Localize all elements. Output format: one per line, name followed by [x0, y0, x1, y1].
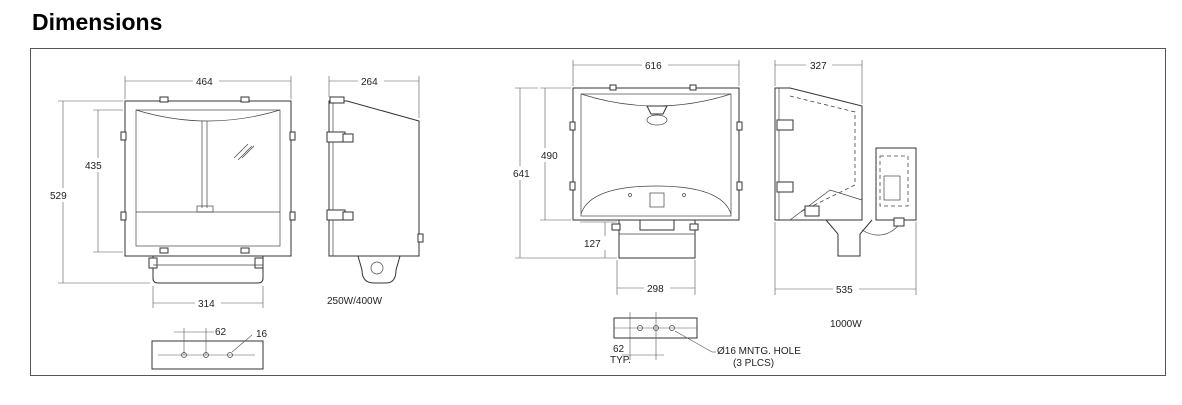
small-front-dimensions: 464 435 529 314	[50, 76, 292, 310]
large-hole-note-label: Ø16 MNTG. HOLE	[717, 346, 801, 357]
small-front-view	[120, 96, 296, 284]
small-front-inner-height-label: 435	[85, 161, 102, 172]
large-side-dimensions: 327 535	[774, 60, 917, 296]
section-heading: Dimensions	[32, 9, 163, 35]
large-side-view	[774, 87, 917, 257]
large-hole-count-label: (3 PLCS)	[733, 358, 774, 369]
small-front-total-height-label: 529	[50, 191, 67, 202]
large-bracket-height-label: 127	[584, 239, 601, 250]
large-mounting-plate: 62 TYP. Ø16 MNTG. HOLE (3 PLCS)	[610, 312, 801, 369]
small-side-view	[326, 96, 424, 284]
small-side-depth-label: 264	[361, 77, 378, 88]
small-side-dimensions: 264	[328, 76, 420, 118]
drawing-frame	[30, 48, 1166, 376]
small-mounting-plate: 62 16	[151, 327, 268, 370]
large-bracket-width-label: 298	[647, 284, 664, 295]
small-front-width-label: 464	[196, 77, 213, 88]
small-bracket-width-label: 314	[198, 299, 215, 310]
small-hole-spacing-label: 62	[215, 327, 227, 338]
large-side-depth-label: 327	[810, 61, 827, 72]
large-front-width-label: 616	[645, 61, 662, 72]
large-hole-typ-label: TYP.	[610, 355, 631, 366]
small-fixture-caption: 250W/400W	[327, 296, 383, 307]
large-front-total-height-label: 641	[513, 169, 530, 180]
large-front-dimensions: 616 490 641 127 298	[513, 60, 740, 295]
large-fixture-caption: 1000W	[830, 319, 862, 330]
large-side-width-label: 535	[836, 285, 853, 296]
large-front-view	[569, 84, 743, 259]
small-hole-dia-label: 16	[256, 329, 268, 340]
large-front-inner-height-label: 490	[541, 151, 558, 162]
large-hole-spacing-label: 62	[613, 344, 625, 355]
